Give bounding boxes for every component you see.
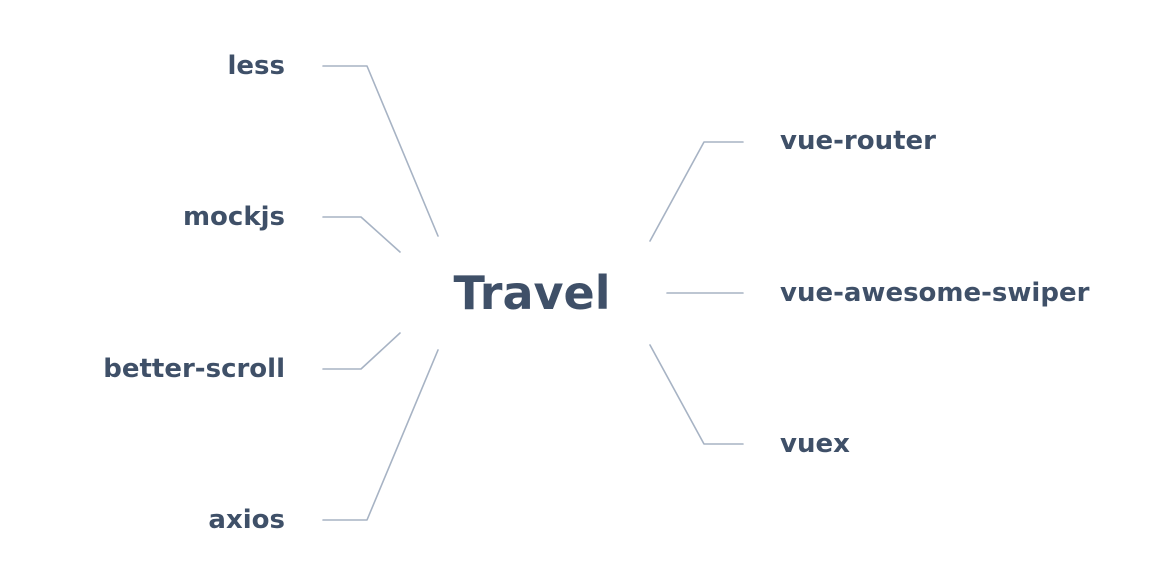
central-topic[interactable]: Travel (453, 266, 611, 320)
branch-better-scroll[interactable]: better-scroll (103, 354, 285, 384)
branch-less[interactable]: less (227, 51, 286, 81)
connector-mockjs (322, 216, 401, 253)
branch-vuex[interactable]: vuex (780, 429, 850, 459)
branch-vue-router[interactable]: vue-router (780, 126, 936, 156)
branch-vue-awesome-swiper[interactable]: vue-awesome-swiper (780, 278, 1090, 308)
branch-axios[interactable]: axios (208, 505, 285, 535)
branch-mockjs[interactable]: mockjs (182, 202, 285, 232)
connector-axios (322, 349, 439, 521)
connector-vue-router (649, 141, 744, 242)
connector-less (322, 65, 439, 237)
connector-vuex (649, 344, 744, 445)
connector-better-scroll (322, 332, 401, 370)
